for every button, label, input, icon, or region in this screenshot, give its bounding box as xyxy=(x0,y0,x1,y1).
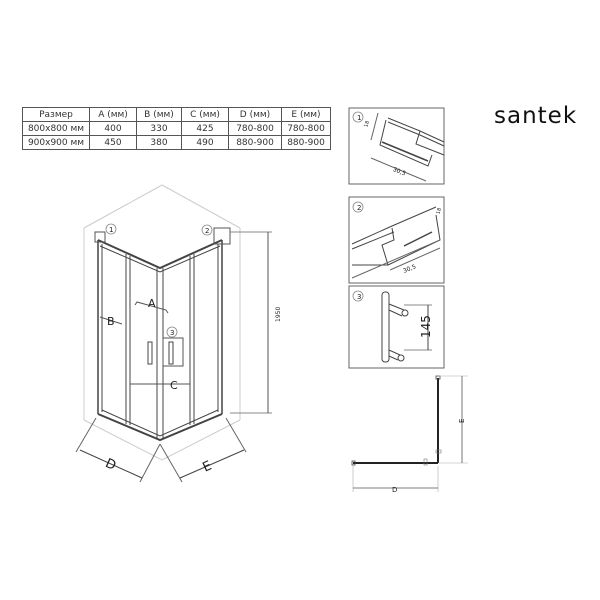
main-drawing-callouts xyxy=(105,223,213,338)
cell-b: 380 xyxy=(136,135,182,150)
detail-2-depth: 18 xyxy=(436,207,443,215)
plan-view xyxy=(351,375,468,492)
cell-e: 880-900 xyxy=(281,135,331,150)
detail-2-width: 30,5 xyxy=(402,263,417,275)
detail-3-panel: 3 145 xyxy=(348,285,445,369)
detail-3-callout: 3 xyxy=(357,293,361,301)
dimension-e-label: E xyxy=(200,459,214,476)
table-row: 900x900 мм 450 380 490 880-900 880-900 xyxy=(22,135,331,150)
detail-1-panel: 1 18 30,5 xyxy=(348,107,445,185)
detail-2-callout: 2 xyxy=(357,204,361,212)
detail-1-depth: 18 xyxy=(364,120,371,128)
main-drawing xyxy=(75,184,272,483)
callout-1-label: 1 xyxy=(109,226,113,234)
height-dimension-label: 1950 xyxy=(275,307,282,322)
callout-3-marker xyxy=(166,326,178,338)
dimension-b-label: B xyxy=(107,315,115,328)
dimension-d-label: D xyxy=(103,456,118,474)
plan-e-label: E xyxy=(458,419,466,423)
brand-logo: santek xyxy=(494,103,578,129)
dimension-c-label: C xyxy=(170,379,178,392)
spec-table: Размер A (мм) B (мм) C (мм) D (мм) E (мм… xyxy=(22,107,331,150)
dimension-a-label: A xyxy=(148,297,156,310)
callout-3-label: 3 xyxy=(170,329,174,337)
callout-2-label: 2 xyxy=(205,227,209,235)
handle-spacing-label: 145 xyxy=(419,315,433,338)
callout-1-marker xyxy=(105,223,117,235)
table-row: 800x800 мм 400 330 425 780-800 780-800 xyxy=(22,121,331,136)
detail-1-width: 30,5 xyxy=(392,166,407,178)
detail-2-panel: 2 18 30,5 xyxy=(348,196,445,284)
callout-2-marker xyxy=(201,224,213,236)
handle-icon xyxy=(381,291,432,363)
detail-1-callout: 1 xyxy=(357,114,361,122)
cell-size: 900x900 мм xyxy=(22,135,90,150)
plan-d-label: D xyxy=(392,486,397,494)
